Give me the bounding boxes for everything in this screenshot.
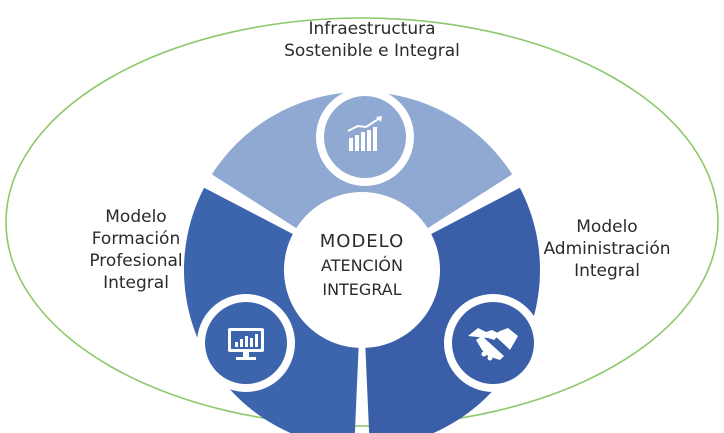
label-administracion-line-3: Integral <box>574 261 640 281</box>
label-infraestructura-line-1: Infraestructura <box>308 19 436 39</box>
label-infraestructura-line-2: Sostenible e Integral <box>284 41 460 61</box>
icon-bubble-left <box>197 294 295 392</box>
center-circle <box>286 194 438 346</box>
label-administracion: Modelo Administración Integral <box>522 216 692 282</box>
label-administracion-line-1: Modelo <box>576 217 638 237</box>
label-formacion: Modelo Formación Profesional Integral <box>56 206 216 294</box>
center-title-line-1: MODELO <box>319 231 405 252</box>
outer-ellipse <box>5 17 719 427</box>
monitor-chart-icon <box>228 328 264 360</box>
center-title-line-3: INTEGRAL <box>322 280 402 299</box>
label-formacion-line-4: Integral <box>103 273 169 293</box>
label-infraestructura: Infraestructura Sostenible e Integral <box>262 18 482 62</box>
label-administracion-line-2: Administración <box>543 239 671 259</box>
icon-bubble-right <box>444 294 542 392</box>
center-title-line-2: ATENCIÓN <box>320 256 403 275</box>
bar-chart-icon <box>347 116 382 151</box>
label-formacion-line-3: Profesional <box>89 251 183 271</box>
label-formacion-line-1: Modelo <box>105 207 167 227</box>
handshake-icon <box>468 328 518 361</box>
icon-bubble-top <box>316 88 414 186</box>
label-formacion-line-2: Formación <box>91 229 181 249</box>
center-title: MODELO ATENCIÓN INTEGRAL <box>298 230 426 302</box>
